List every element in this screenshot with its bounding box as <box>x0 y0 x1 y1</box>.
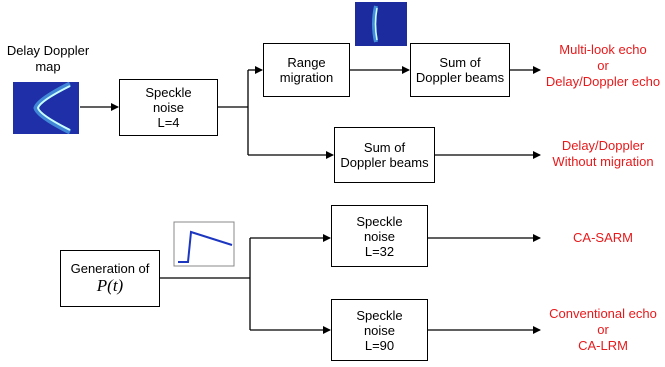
generation-box: Generation of P(t) <box>60 250 160 307</box>
output-conventional-echo: Conventional echo or CA-LRM <box>549 306 657 353</box>
output-multi-look-echo: Multi-look echo or Delay/Doppler echo <box>545 42 661 89</box>
delay-doppler-map-label: Delay Doppler map <box>6 43 90 74</box>
p-of-t-symbol: P(t) <box>96 276 124 295</box>
delay-doppler-map-image <box>13 81 79 135</box>
waveform-thumbnail <box>173 221 235 267</box>
range-migrated-image <box>355 2 407 46</box>
output-delay-doppler-without-migration: Delay/Doppler Without migration <box>552 138 654 169</box>
output-ca-sarm: CA-SARM <box>573 230 633 245</box>
